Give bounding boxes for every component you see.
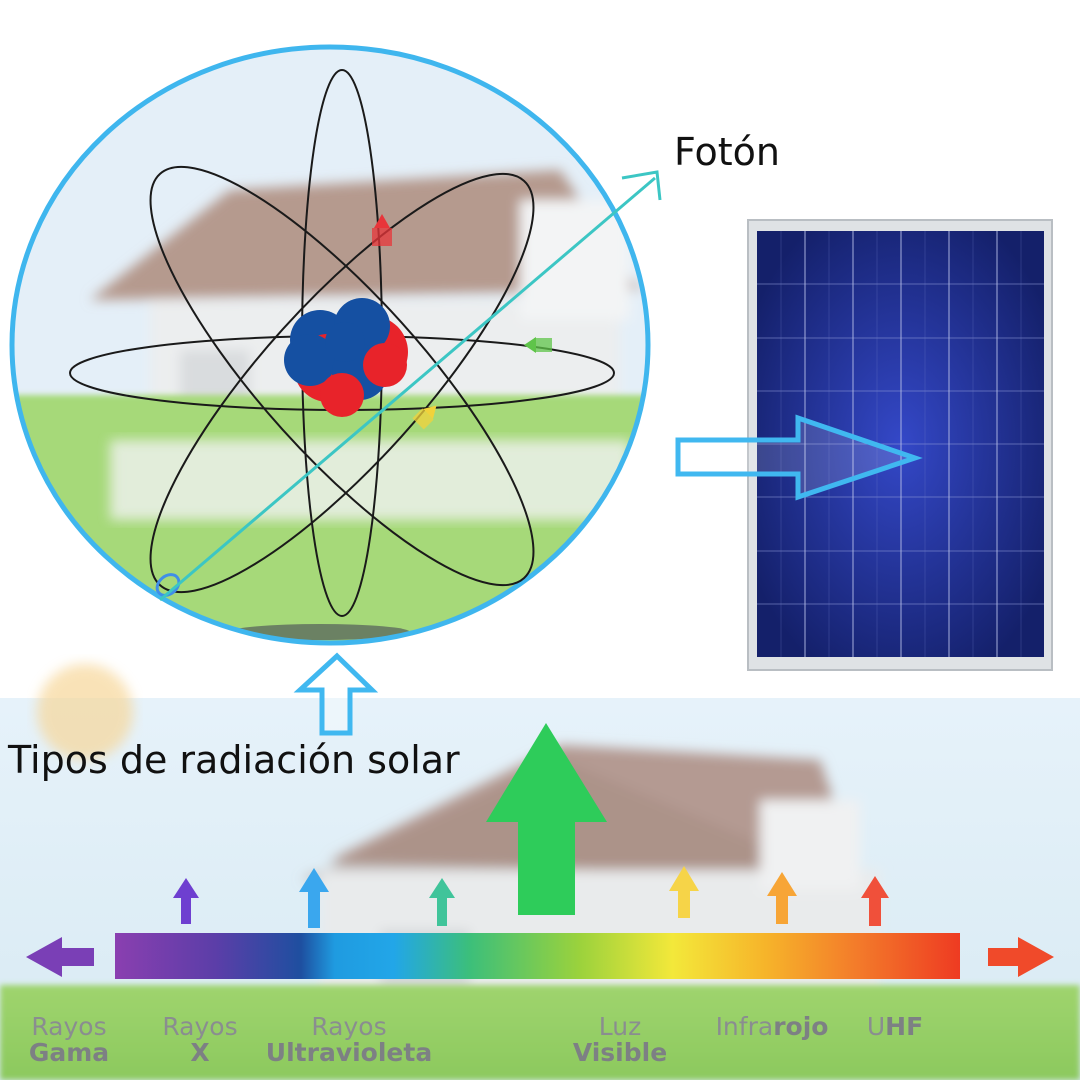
up-outline-arrow — [293, 652, 379, 736]
nucleus — [284, 298, 408, 417]
label-visible-line2: Visible — [572, 1038, 668, 1068]
photon-label: Fotón — [674, 130, 780, 174]
arrow-uv — [299, 868, 329, 928]
left-arrow-gamma — [26, 937, 94, 977]
label-gamma-rays: Rayos Gama — [14, 1012, 124, 1068]
sun-glow — [37, 664, 133, 760]
arrow-visible — [486, 723, 607, 915]
label-gamma-line2: Gama — [28, 1038, 110, 1068]
label-uv-line1: Rayos — [311, 1012, 387, 1041]
label-x-rays: Rayos X — [145, 1012, 255, 1068]
label-visible-line1: Luz — [598, 1012, 642, 1041]
right-arrow-uhf — [988, 937, 1054, 977]
solar-types-title: Tipos de radiación solar — [8, 738, 460, 782]
label-uhf-thin: U — [866, 1012, 886, 1041]
label-uv-line2: Ultravioleta — [265, 1038, 433, 1068]
arrow-red — [861, 876, 889, 926]
label-uhf: UHF — [850, 1012, 940, 1041]
label-infrared: Infrarojo — [702, 1012, 842, 1041]
photon-arrowhead — [621, 170, 662, 201]
right-outline-arrow — [675, 414, 923, 501]
arrow-teal — [429, 878, 455, 926]
solar-panel — [747, 219, 1053, 671]
circle-border — [9, 44, 651, 646]
arrow-yellow — [669, 866, 699, 918]
label-gamma-line1: Rayos — [31, 1012, 107, 1041]
label-x-line1: Rayos — [162, 1012, 238, 1041]
label-uv-rays: Rayos Ultravioleta — [258, 1012, 440, 1068]
label-infrared-bold: rojo — [773, 1012, 829, 1041]
spectrum — [26, 723, 1054, 979]
atom-circle — [9, 44, 662, 646]
spectrum-bar — [115, 933, 960, 979]
electron-blue — [155, 573, 181, 597]
label-x-line2: X — [190, 1038, 210, 1068]
arrow-xray — [173, 878, 199, 924]
electron-yellow — [412, 405, 437, 430]
photon-line — [159, 176, 656, 602]
label-infrared-thin: Infra — [715, 1012, 774, 1041]
electron-green — [524, 337, 552, 353]
arrow-orange — [767, 872, 797, 924]
label-visible-light: Luz Visible — [560, 1012, 680, 1068]
label-uhf-bold: HF — [885, 1012, 924, 1041]
electron-red — [372, 214, 392, 246]
